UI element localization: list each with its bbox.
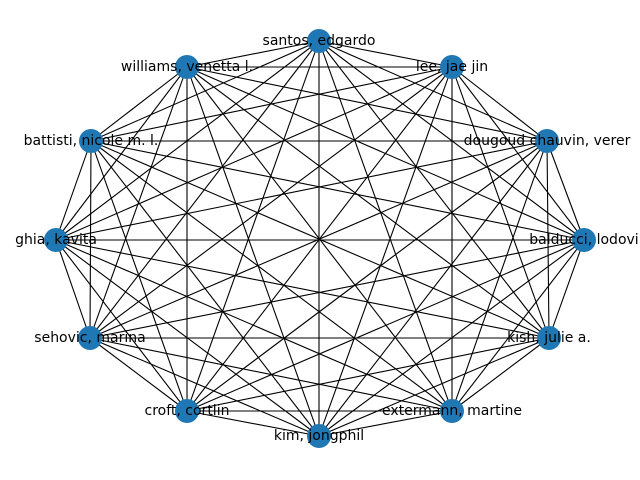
edge-dougoud-croft	[186, 140, 548, 412]
node-label-croft: croft, cortlin	[145, 403, 230, 419]
node-label-lee: lee, jae jin	[416, 59, 488, 75]
edge-balducci-extermann	[451, 239, 585, 412]
node-label-kim: kim, jongphil	[274, 428, 364, 444]
node-dougoud	[535, 129, 559, 153]
edge-ghia-battisti	[55, 140, 92, 241]
edge-kish-williams	[186, 66, 550, 339]
node-kim	[307, 424, 331, 448]
edge-battisti-williams	[90, 66, 188, 142]
edge-ghia-williams	[55, 66, 188, 241]
edge-extermann-kim	[318, 410, 453, 437]
edge-kish-extermann	[451, 337, 550, 412]
edge-santos-croft	[186, 40, 320, 412]
node-layer	[44, 29, 596, 448]
edge-balducci-battisti	[90, 140, 585, 241]
node-battisti	[79, 129, 103, 153]
node-extermann	[440, 399, 464, 423]
edge-lee-dougoud	[451, 66, 548, 142]
node-label-sehovic: sehovic, marina	[34, 330, 145, 346]
node-label-ghia: ghia, kavita	[15, 232, 97, 248]
edge-balducci-kish	[548, 239, 585, 339]
edge-dougoud-williams	[186, 66, 548, 142]
edge-layer	[55, 40, 585, 437]
node-balducci	[572, 228, 596, 252]
node-sehovic	[78, 326, 102, 350]
edge-kish-ghia	[55, 239, 550, 339]
node-label-kish: kish, julie a.	[507, 330, 591, 346]
edge-sehovic-battisti	[89, 140, 92, 339]
edge-sehovic-williams	[89, 66, 188, 339]
label-layer: santos, edgardo lee, jae jin dougoud chauv…	[15, 33, 639, 444]
edge-lee-kim	[318, 66, 453, 437]
edge-kim-croft	[186, 410, 320, 437]
edge-extermann-williams	[186, 66, 453, 412]
edge-croft-sehovic	[89, 337, 188, 412]
node-croft	[175, 399, 199, 423]
edge-croft-ghia	[55, 239, 188, 412]
edge-lee-kish	[451, 66, 550, 339]
node-label-williams: williams, venetta l.	[121, 59, 253, 75]
edge-kim-sehovic	[89, 337, 320, 437]
edge-balducci-sehovic	[89, 239, 585, 339]
node-label-battisti: battisti, nicole m. l.	[24, 133, 159, 149]
node-santos	[307, 29, 331, 53]
edge-sehovic-ghia	[55, 239, 91, 339]
edge-dougoud-balducci	[546, 140, 585, 241]
edge-santos-extermann	[318, 40, 453, 412]
edge-kim-williams	[186, 66, 320, 437]
edge-kim-battisti	[90, 140, 320, 437]
edge-extermann-ghia	[55, 239, 453, 412]
edge-santos-lee	[318, 40, 453, 68]
edge-santos-williams	[186, 40, 320, 68]
edge-lee-sehovic	[89, 66, 453, 339]
node-williams	[175, 55, 199, 79]
node-label-extermann: extermann, martine	[382, 403, 522, 419]
edge-extermann-battisti	[90, 140, 453, 412]
edge-balducci-williams	[186, 66, 585, 241]
node-label-dougoud: dougoud chauvin, verer	[464, 133, 631, 149]
node-label-santos: santos, edgardo	[263, 33, 376, 49]
edge-dougoud-ghia	[55, 140, 548, 241]
node-ghia	[44, 228, 68, 252]
node-kish	[537, 326, 561, 350]
node-lee	[440, 55, 464, 79]
edge-croft-battisti	[90, 140, 188, 412]
node-label-balducci: balducci, lodovi	[529, 232, 638, 248]
